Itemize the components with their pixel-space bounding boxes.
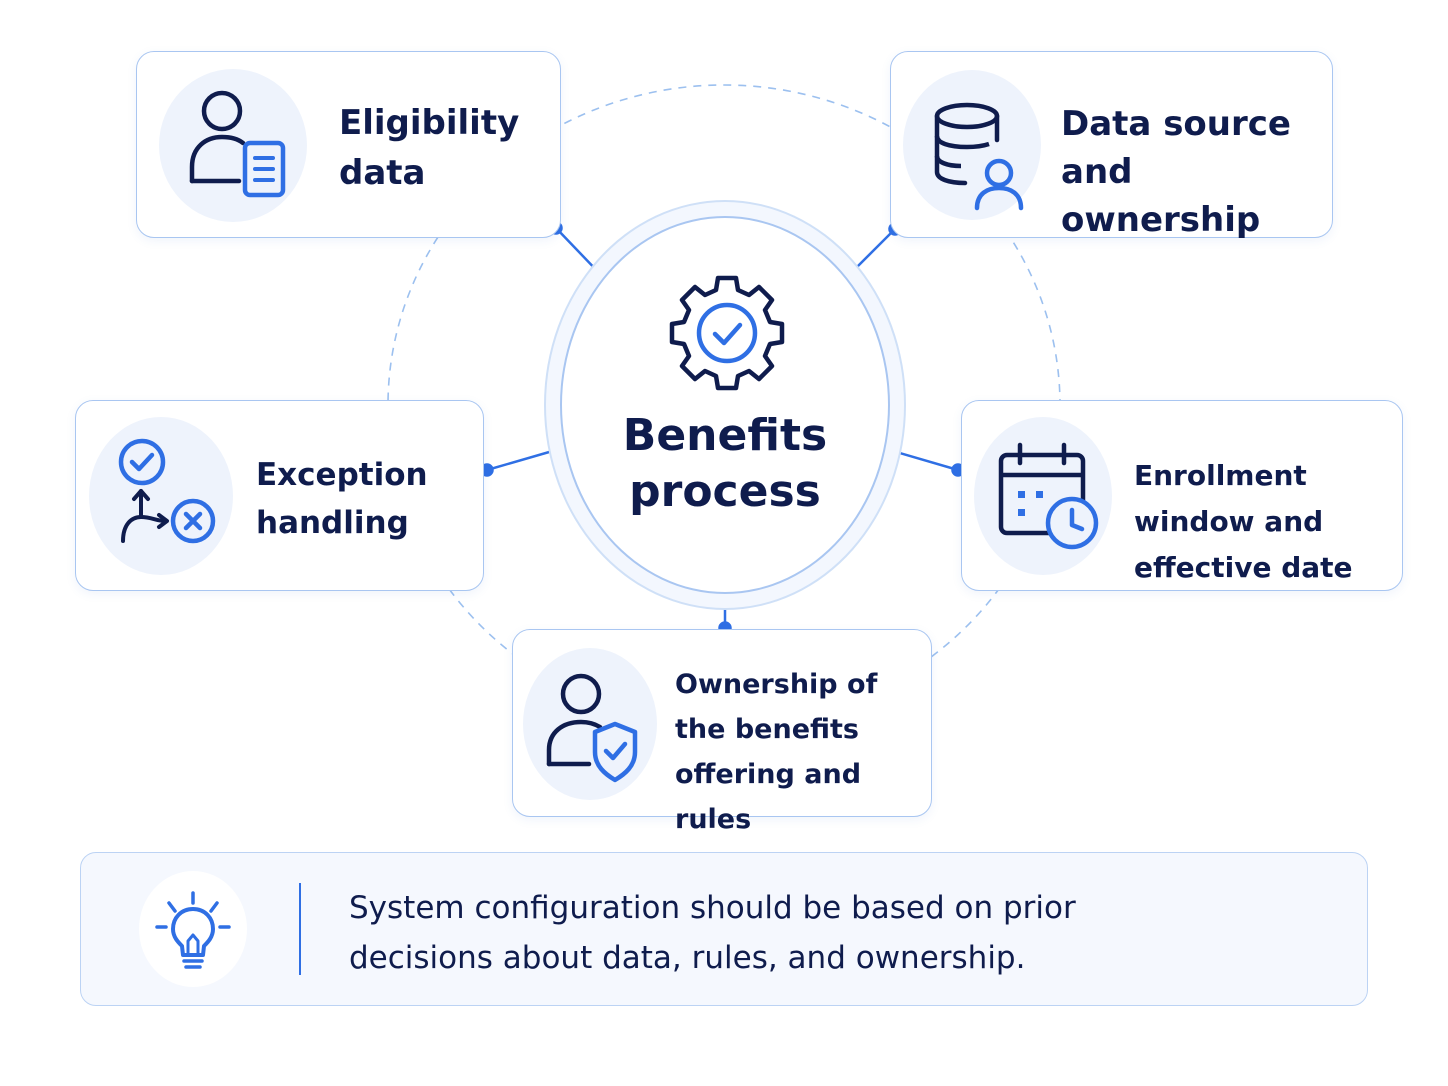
node-offering-ownership[interactable]: Ownership of the benefits offering and r…	[512, 629, 932, 835]
node-exception-handling[interactable]: Exception handling	[75, 400, 484, 591]
user-document-icon	[159, 69, 307, 222]
node-label: Eligibility data	[339, 103, 520, 193]
node-enrollment-window[interactable]: Enrollment window and effective date	[961, 400, 1403, 591]
node-label: Exception handling	[256, 457, 428, 541]
node-label: Ownership of the benefits offering and r…	[675, 669, 878, 835]
node-label: Data source and ownership	[1061, 104, 1291, 240]
center-title: Benefits process	[622, 410, 828, 517]
center-hub: Benefits process	[560, 216, 890, 594]
calendar-clock-icon	[974, 417, 1112, 575]
node-data-source[interactable]: Data source and ownership	[890, 51, 1333, 240]
node-label: Enrollment window and effective date	[1134, 459, 1353, 584]
connector-exception	[486, 446, 564, 472]
connector-enrollment	[885, 447, 959, 472]
branch-check-cross-icon	[89, 417, 233, 575]
note-divider	[299, 883, 301, 975]
lightbulb-icon	[139, 871, 247, 987]
node-eligibility-data[interactable]: Eligibility data	[136, 51, 561, 238]
connector-data-source	[847, 228, 896, 277]
user-shield-icon	[523, 648, 657, 800]
database-user-icon	[903, 70, 1041, 220]
gear-check-icon	[662, 268, 792, 398]
key-insight-note: System configuration should be based on …	[80, 852, 1368, 1006]
note-text: System configuration should be based on …	[349, 890, 1076, 976]
connector-eligibility	[555, 227, 603, 277]
